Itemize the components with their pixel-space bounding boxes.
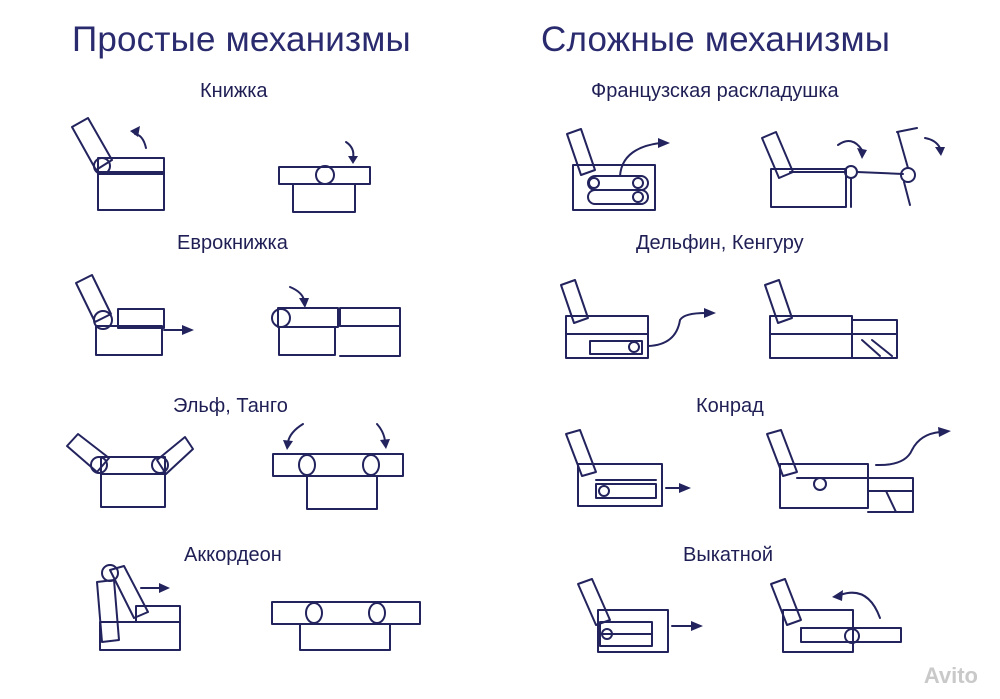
knizhka-folded-sketch (71, 117, 165, 211)
knizhka-unfolded-sketch (278, 141, 371, 213)
simple-mechanisms-title: Простые механизмы (72, 20, 411, 59)
dolphin-kangaroo-unfolded-sketch (764, 279, 898, 359)
elf-tango-unfolded-sketch (272, 423, 404, 510)
akkordeon-unfolded-sketch (271, 601, 421, 651)
elf-tango-folded-sketch (66, 433, 194, 508)
akkordeon-folded-sketch (96, 564, 181, 651)
label-konrad: Конрад (696, 395, 764, 417)
complex-mechanisms-title: Сложные механизмы (541, 20, 891, 59)
vykatnoy-folded-sketch (577, 578, 703, 653)
avito-watermark: Avito (923, 663, 978, 688)
label-vykatnoy: Выкатной (683, 544, 774, 566)
label-knizhka: Книжка (200, 80, 268, 102)
french-folding-unfolded-sketch (761, 127, 945, 208)
label-dolphin-kangaroo: Дельфин, Кенгуру (636, 232, 804, 254)
evroknizhka-folded-sketch (75, 274, 194, 356)
label-elf-tango: Эльф, Танго (173, 395, 288, 417)
label-evroknizhka: Еврокнижка (177, 232, 288, 254)
evroknizhka-unfolded-sketch (271, 286, 401, 357)
dolphin-kangaroo-folded-sketch (560, 279, 716, 359)
label-akkordeon: Аккордеон (184, 544, 282, 566)
vykatnoy-unfolded-sketch (770, 578, 902, 653)
konrad-folded-sketch (565, 429, 691, 507)
konrad-unfolded-sketch (766, 427, 951, 513)
label-french-folding: Французская раскладушка (591, 80, 839, 102)
french-folding-folded-sketch (566, 128, 670, 211)
